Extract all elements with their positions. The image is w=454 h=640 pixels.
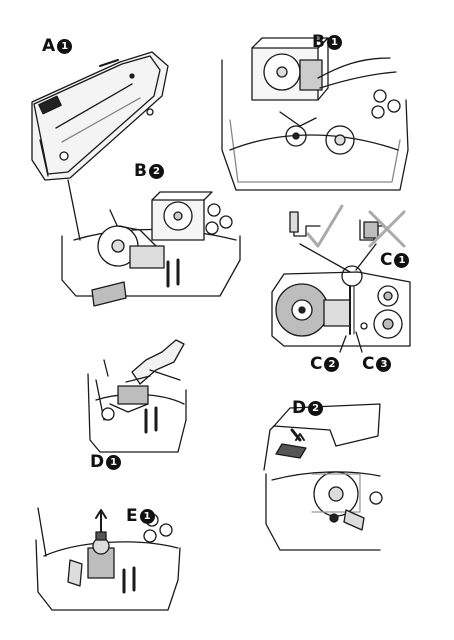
check-icon: [306, 204, 344, 248]
label-letter: B: [312, 32, 325, 52]
label-letter: A: [42, 36, 56, 56]
label-step-number: 3: [376, 357, 392, 372]
label-letter: C: [380, 250, 393, 270]
tape-path-diagram: [271, 204, 411, 353]
label-step-number: 2: [148, 164, 164, 179]
up-arrow-icon: [95, 509, 107, 519]
label-step-number: 2: [324, 357, 340, 372]
down-arrow-icon: [290, 428, 302, 442]
label-step-number: 1: [394, 253, 410, 268]
cassette-removal-illustration: [221, 37, 409, 191]
label-letter: B: [134, 161, 147, 181]
label-step-number: 1: [326, 35, 342, 50]
label-step-number: 1: [139, 509, 155, 524]
label-step-number: 2: [308, 401, 324, 416]
label-letter: E: [126, 506, 138, 526]
lever-illustration: [35, 507, 181, 611]
device-back-illustration: [31, 51, 169, 181]
label-letter: C: [310, 354, 323, 374]
label-step-number: 1: [57, 39, 73, 54]
cover-close-illustration: [263, 403, 383, 551]
cassette-insert-illustration: [61, 179, 241, 307]
label-letter: D: [90, 452, 105, 472]
label-letter: D: [292, 398, 307, 418]
tape-guide-illustration: [87, 339, 187, 453]
cross-icon: [368, 210, 406, 248]
label-step-number: 1: [106, 455, 122, 470]
label-letter: C: [362, 354, 375, 374]
